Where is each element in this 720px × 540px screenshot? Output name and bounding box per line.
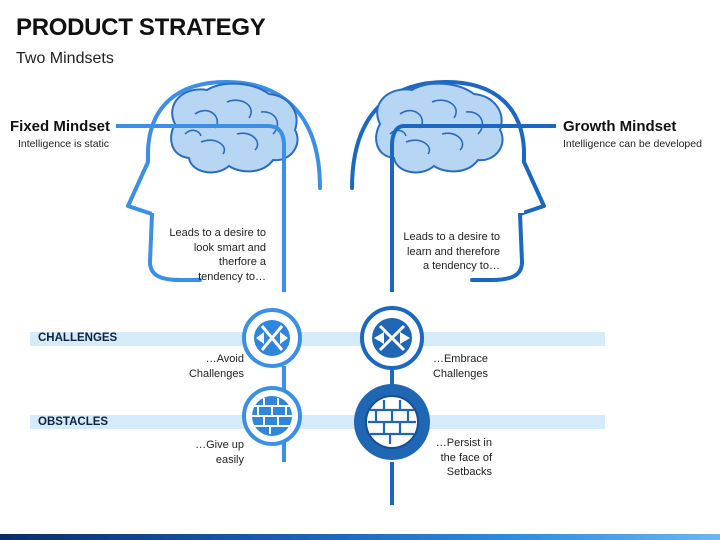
fixed-obstacle-node [242, 386, 302, 446]
growth-obstacles-text: …Persist in the face of Setbacks [435, 437, 492, 478]
fixed-face-box [152, 171, 198, 213]
fixed-caption: Intelligence is static [18, 138, 110, 150]
fixed-heading: Fixed Mindset [10, 118, 111, 135]
fixed-head-outline [126, 80, 322, 282]
growth-caption: Intelligence can be developed [563, 138, 702, 150]
fixed-challenges-text: …Avoid Challenges [188, 353, 244, 380]
footer-accent-bar [0, 534, 720, 540]
obstacles-label: OBSTACLES [38, 416, 109, 428]
brain-icon [375, 82, 504, 174]
challenges-band [30, 332, 605, 346]
growth-challenge-node [360, 306, 424, 370]
growth-head-outline [350, 80, 546, 282]
fixed-obstacles-text: …Give up easily [195, 439, 244, 466]
fixed-desire-text: Leads to a desire to look smart and ther… [169, 227, 266, 283]
fixed-challenge-node [242, 308, 302, 368]
page-title: PRODUCT STRATEGY [16, 14, 266, 41]
challenges-label: CHALLENGES [38, 332, 118, 344]
page-subtitle: Two Mindsets [16, 50, 114, 67]
growth-challenges-text: …Embrace Challenges [432, 353, 488, 380]
growth-face-box [478, 171, 524, 213]
obstacles-band [30, 415, 605, 429]
growth-desire-text: Leads to a desire to learn and therefore… [403, 231, 500, 272]
brain-icon [170, 82, 299, 174]
growth-heading: Growth Mindset [563, 118, 677, 135]
growth-obstacle-node [354, 384, 430, 460]
